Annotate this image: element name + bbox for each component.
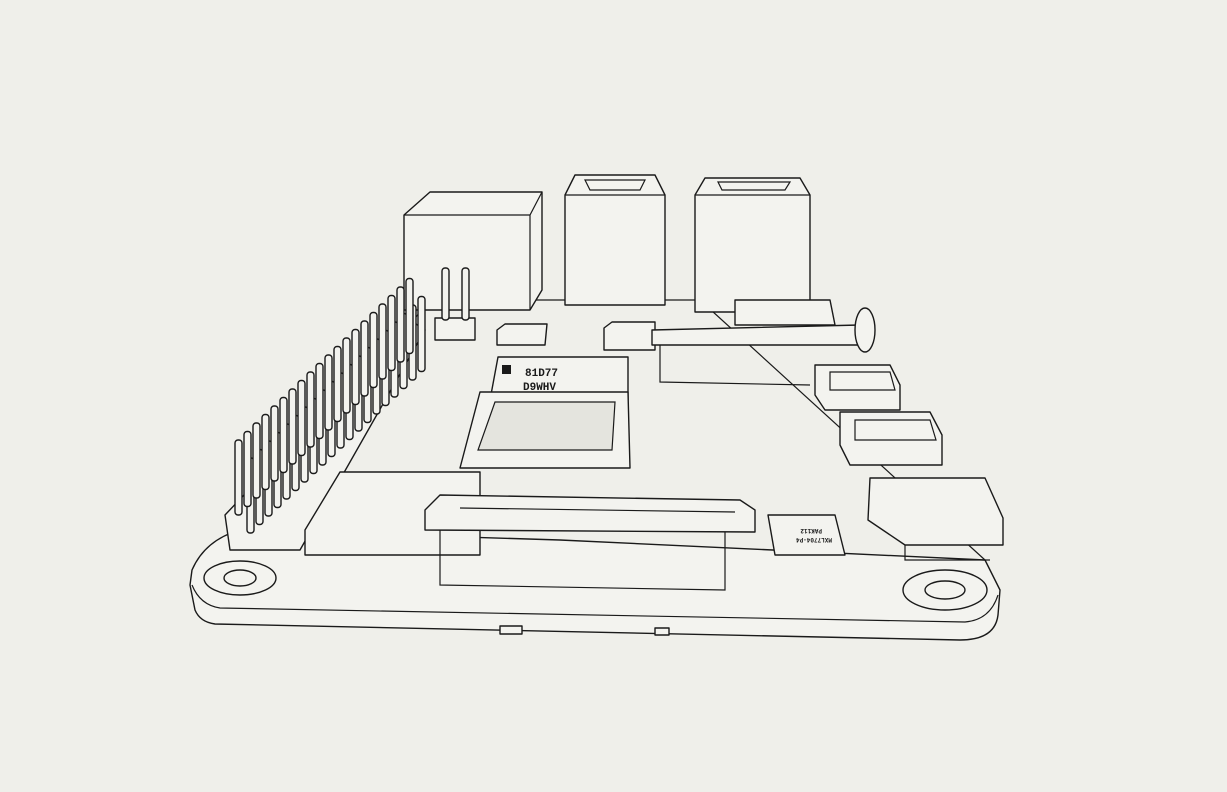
gpio-pin bbox=[297, 379, 306, 457]
gpio-pin bbox=[243, 430, 252, 508]
gpio-pin bbox=[342, 337, 351, 414]
usb-a-port-2 bbox=[839, 411, 943, 466]
gpio-pin bbox=[261, 413, 270, 491]
pmic-label-line1: MXL7704-P4 bbox=[796, 536, 832, 543]
gpio-pin bbox=[252, 422, 261, 499]
mounting-hole-right bbox=[902, 569, 988, 611]
mounting-hole-left bbox=[203, 560, 277, 596]
gpio-pin bbox=[324, 354, 333, 431]
gpio-pin bbox=[306, 371, 315, 448]
gpio-pin bbox=[405, 277, 414, 355]
gpio-pin bbox=[279, 396, 288, 474]
gpio-header bbox=[224, 277, 426, 551]
gpio-pin bbox=[378, 303, 387, 380]
usb-c-port bbox=[867, 477, 1004, 561]
gpio-pin bbox=[315, 362, 324, 440]
underside-component bbox=[654, 627, 670, 636]
soc-label-line2: D9WHV bbox=[523, 382, 556, 394]
csi-connector bbox=[424, 494, 756, 591]
gpio-pin bbox=[333, 345, 342, 423]
gpio-pin bbox=[351, 328, 360, 406]
wireless-module-shield bbox=[304, 471, 481, 556]
gpio-pin bbox=[270, 405, 279, 482]
ethernet-port bbox=[403, 191, 543, 311]
ram-chip bbox=[459, 391, 631, 469]
gpio-pin bbox=[417, 295, 426, 373]
gpio-pin bbox=[234, 439, 243, 516]
poe-header bbox=[434, 267, 476, 341]
small-chip bbox=[496, 323, 548, 346]
small-chip-2 bbox=[603, 321, 656, 351]
dsi-connector bbox=[651, 299, 876, 386]
soc-label-line1: 81D77 bbox=[525, 368, 558, 380]
gpio-pin bbox=[396, 286, 405, 363]
gpio-pin bbox=[288, 388, 297, 465]
usb-port-stack-1 bbox=[564, 174, 666, 306]
usb-port-stack-2 bbox=[694, 177, 811, 313]
pmic-label-line2: PAK112 bbox=[800, 527, 822, 534]
gpio-pin bbox=[369, 311, 378, 389]
pmic-chip: MXL7704-P4 PAK112 bbox=[767, 514, 846, 556]
gpio-pin bbox=[360, 320, 369, 397]
usb-a-port-1 bbox=[814, 364, 901, 411]
gpio-pin bbox=[387, 294, 396, 372]
sd-card-slot bbox=[499, 625, 523, 635]
